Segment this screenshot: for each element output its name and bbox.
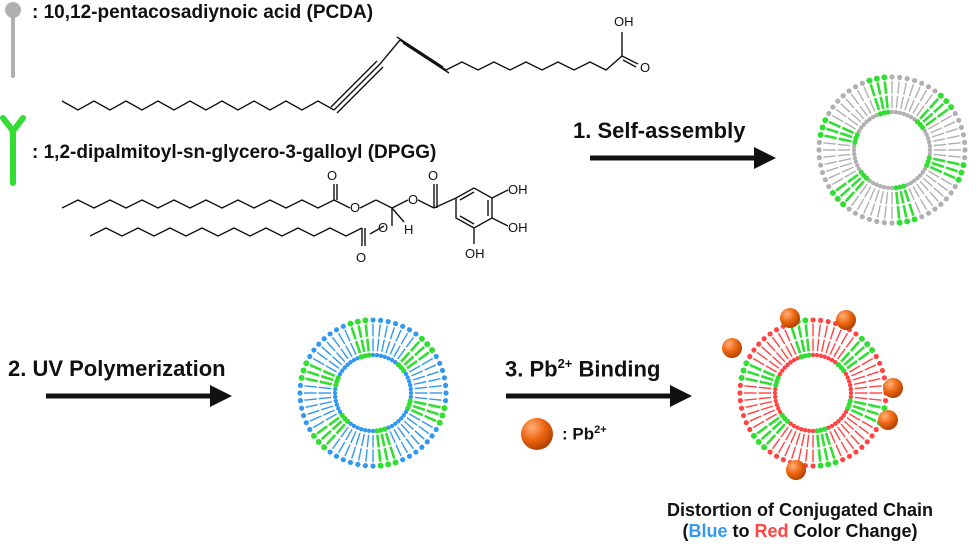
atom-oh-3: OH — [465, 246, 485, 261]
red-word: Red — [754, 521, 789, 541]
atom-o-carbonyl-1: O — [327, 168, 337, 183]
pb-ion-icon — [878, 410, 898, 430]
pcda-legend-label: : 10,12-pentacosadiynoic acid (PCDA) — [32, 2, 374, 23]
atom-o-ester-3: O — [378, 220, 388, 235]
vesicle-icon — [297, 317, 449, 469]
arrow-icon — [46, 385, 232, 407]
atom-o-carbonyl-3: O — [356, 250, 366, 265]
atom-oh: OH — [614, 14, 634, 29]
pb-ion-icon — [780, 308, 800, 328]
dpgg-structure — [61, 184, 509, 246]
pb-ion-icon — [722, 338, 742, 358]
dpgg-legend-label: : 1,2-dipalmitoyl-sn-glycero-3-galloyl (… — [32, 142, 437, 163]
pb-ion-icon — [521, 418, 553, 450]
step-1-label: 1. Self-assembly — [573, 118, 746, 143]
pb-ion-icon — [836, 310, 856, 330]
arrow-icon — [590, 147, 776, 169]
pb-legend-label: : Pb2+ — [562, 424, 607, 444]
vesicle-icon — [816, 74, 968, 226]
atom-oh-2: OH — [508, 220, 528, 235]
bound-pb-ions — [722, 308, 903, 480]
blue-word: Blue — [688, 521, 728, 541]
distortion-note: Distortion of Conjugated Chain (Blue to … — [626, 500, 974, 542]
pb-ion-icon — [786, 460, 806, 480]
atom-h: H — [404, 222, 413, 237]
atom-o-ester-2: O — [408, 192, 418, 207]
dpgg-lipid-icon — [0, 115, 26, 186]
pb-ion-icon — [883, 378, 903, 398]
step-2-label: 2. UV Polymerization — [8, 356, 226, 381]
note-line-2: (Blue to Red Color Change) — [682, 521, 918, 541]
atom-oh-1: OH — [508, 182, 528, 197]
pcda-structure — [61, 32, 639, 114]
step-3-label: 3. Pb2+ Binding — [505, 356, 661, 382]
atom-o-carbonyl-2: O — [428, 168, 438, 183]
pcda-lipid-icon — [5, 2, 21, 78]
atom-o-ester-1: O — [350, 200, 360, 215]
arrow-icon — [506, 385, 692, 407]
atom-o: O — [640, 60, 650, 75]
note-line-1: Distortion of Conjugated Chain — [667, 500, 933, 520]
vesicle-icon — [737, 317, 889, 469]
